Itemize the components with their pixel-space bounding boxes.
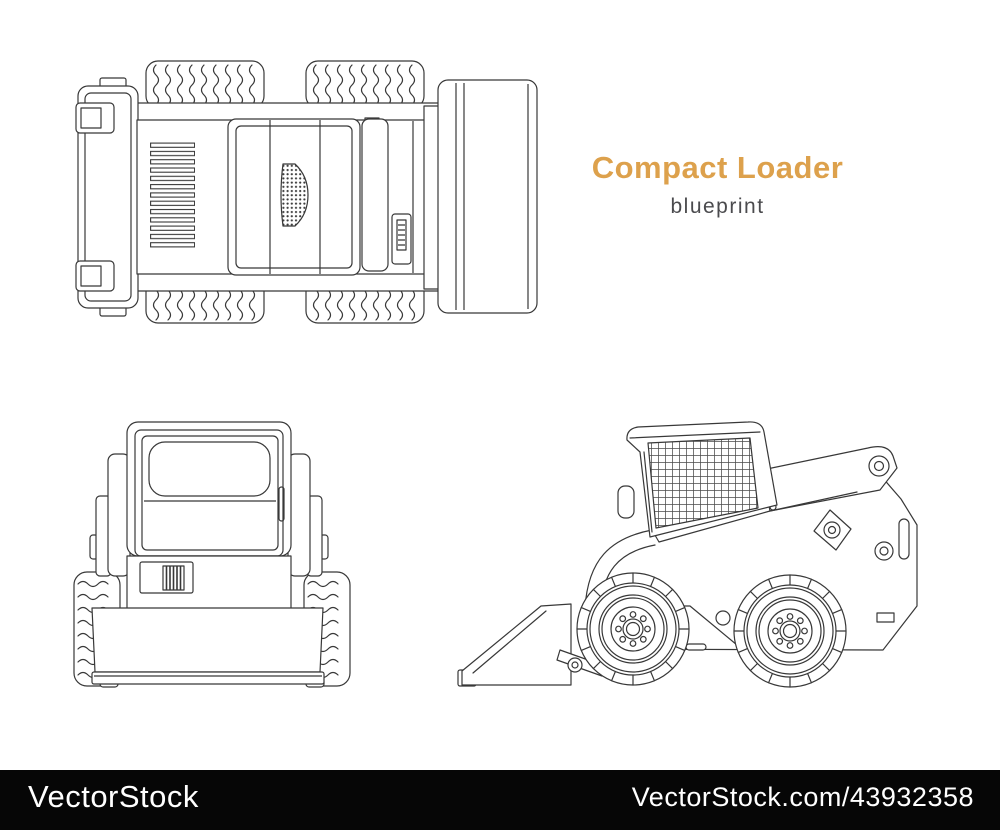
watermark-bar: VectorStock VectorStock.com/43932358 [0,770,1000,830]
front-view-drawing [73,421,351,688]
side-view-drawing [457,421,918,688]
top-view-drawing [75,60,538,324]
attribution-text: VectorStock.com/43932358 [631,782,974,813]
page-title: Compact Loader [591,150,844,185]
title-block: Compact Loader blueprint [505,150,930,219]
brand-logo-text: VectorStock [28,779,199,815]
page-subtitle: blueprint [670,195,765,218]
